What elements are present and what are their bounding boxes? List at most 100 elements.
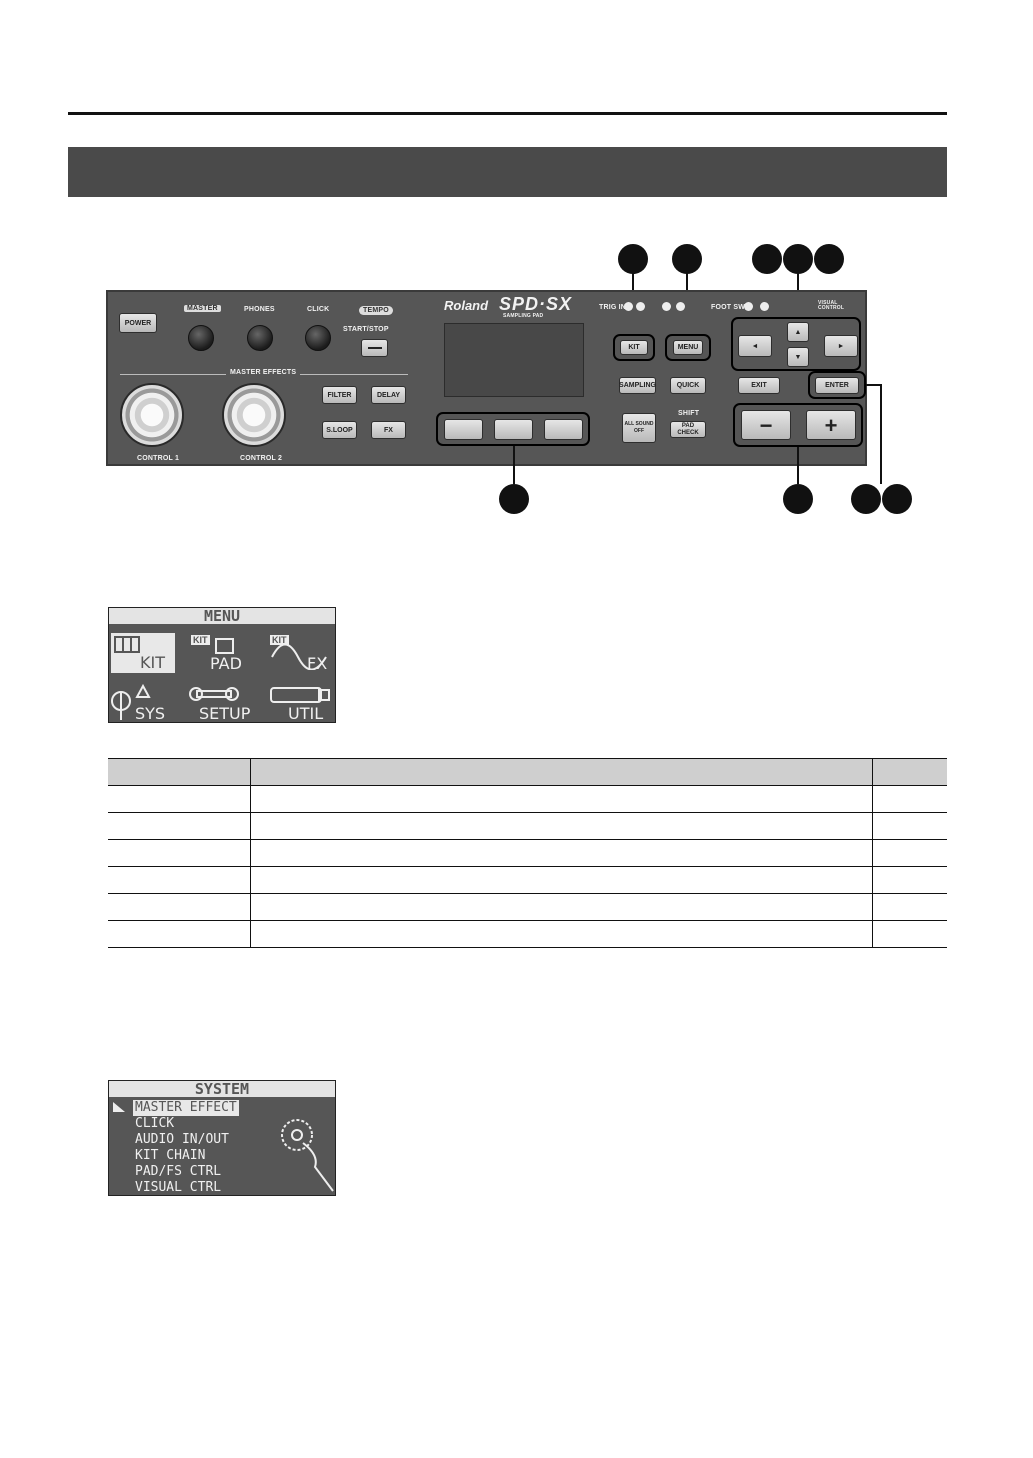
table-row bbox=[108, 812, 947, 840]
cursor-left-button[interactable]: ◄ bbox=[738, 335, 772, 357]
table-cell bbox=[872, 920, 947, 948]
menu-item-sys[interactable]: SYS bbox=[135, 704, 166, 723]
menu-item-util[interactable]: UTIL bbox=[288, 704, 324, 723]
visual-control-label: VISUAL CONTROL bbox=[818, 300, 845, 311]
brand-logo: Roland bbox=[444, 298, 489, 313]
foot-sw-1-icon bbox=[744, 302, 753, 311]
table-cell bbox=[108, 812, 251, 840]
quick-button[interactable]: QUICK bbox=[670, 377, 706, 394]
foot-sw-label: FOOT SW bbox=[711, 304, 746, 311]
control2-knob[interactable] bbox=[222, 383, 286, 447]
section-banner bbox=[68, 147, 947, 197]
control1-label: CONTROL 1 bbox=[137, 455, 180, 462]
dec-button[interactable]: − bbox=[741, 410, 791, 440]
system-item-master-effect[interactable]: MASTER EFFECT bbox=[133, 1100, 239, 1116]
system-item-click[interactable]: CLICK bbox=[135, 1116, 175, 1131]
fx-button[interactable]: FX bbox=[371, 421, 406, 439]
system-item-kit-chain[interactable]: KIT CHAIN bbox=[135, 1148, 206, 1163]
trig-2-icon bbox=[636, 302, 645, 311]
table-cell bbox=[108, 866, 251, 894]
system-screen-title: SYSTEM bbox=[109, 1081, 335, 1097]
function-buttons-highlight bbox=[436, 412, 590, 446]
control2-label: CONTROL 2 bbox=[240, 455, 283, 462]
cursor-up-button[interactable]: ▲ bbox=[787, 322, 809, 342]
master-knob[interactable] bbox=[188, 325, 214, 351]
callout-value bbox=[783, 484, 813, 514]
enter-highlight bbox=[808, 371, 866, 399]
table-cell bbox=[250, 812, 873, 840]
power-button[interactable]: POWER bbox=[119, 313, 157, 333]
click-label: CLICK bbox=[307, 306, 330, 313]
sampling-button[interactable]: SAMPLING bbox=[619, 377, 656, 394]
leader-line bbox=[880, 384, 882, 484]
callout-function bbox=[499, 484, 529, 514]
table-row bbox=[108, 839, 947, 867]
click-knob[interactable] bbox=[305, 325, 331, 351]
system-item-pad-fs[interactable]: PAD/FS CTRL bbox=[135, 1164, 222, 1179]
table-cell bbox=[872, 812, 947, 840]
tempo-indicator: TEMPO bbox=[359, 306, 393, 315]
phones-knob[interactable] bbox=[247, 325, 273, 351]
table-cell bbox=[250, 785, 873, 813]
cursor-right-button[interactable]: ► bbox=[824, 335, 858, 357]
inc-button[interactable]: + bbox=[806, 410, 856, 440]
table-cell bbox=[872, 866, 947, 894]
menu-item-setup[interactable]: SETUP bbox=[199, 704, 251, 723]
control1-knob[interactable] bbox=[120, 383, 184, 447]
callout-enter bbox=[882, 484, 912, 514]
system-dial-icon bbox=[281, 1119, 334, 1192]
wave-icon bbox=[271, 644, 327, 670]
cursor-highlight bbox=[731, 317, 861, 371]
trig-3-icon bbox=[662, 302, 671, 311]
menu-highlight bbox=[665, 334, 711, 361]
menu-item-fx[interactable]: FX bbox=[307, 654, 328, 673]
system-item-audio[interactable]: AUDIO IN/OUT bbox=[135, 1132, 229, 1147]
pad-icon bbox=[215, 638, 234, 654]
callout-cursor-2 bbox=[783, 244, 813, 274]
grid-icon bbox=[114, 636, 140, 653]
shift-label: SHIFT bbox=[678, 410, 700, 417]
table-row bbox=[108, 785, 947, 813]
delay-button[interactable]: DELAY bbox=[371, 386, 406, 404]
table-header-cell bbox=[872, 758, 947, 786]
menu-button[interactable]: MENU bbox=[673, 340, 703, 355]
parameter-table bbox=[108, 758, 947, 948]
table-cell bbox=[872, 785, 947, 813]
model-logo: SPD·SX bbox=[499, 294, 573, 314]
foot-sw-2-icon bbox=[760, 302, 769, 311]
system-item-visual[interactable]: VISUAL CTRL bbox=[135, 1180, 222, 1195]
f1-button[interactable] bbox=[444, 419, 483, 440]
f2-button[interactable] bbox=[494, 419, 533, 440]
table-header-cell bbox=[250, 758, 873, 786]
system-screen: SYSTEM MASTER EFFECT CLICK AUDIO IN/OUT … bbox=[108, 1080, 336, 1196]
callout-cursor-1 bbox=[752, 244, 782, 274]
metronome-icon bbox=[111, 683, 151, 720]
master-label: MASTER bbox=[184, 305, 221, 312]
table-row bbox=[108, 866, 947, 894]
menu-item-pad[interactable]: PAD bbox=[210, 654, 242, 673]
table-cell bbox=[108, 920, 251, 948]
cursor-down-button[interactable]: ▼ bbox=[787, 347, 809, 367]
filter-button[interactable]: FILTER bbox=[322, 386, 357, 404]
pad-check-button[interactable]: PAD CHECK bbox=[670, 421, 706, 438]
f3-button[interactable] bbox=[544, 419, 583, 440]
kit-button[interactable]: KIT bbox=[620, 340, 648, 355]
callout-cursor-3 bbox=[814, 244, 844, 274]
callout-menu bbox=[672, 244, 702, 274]
all-sound-off-button[interactable]: ALL SOUND OFF bbox=[622, 413, 656, 443]
master-effects-label: MASTER EFFECTS bbox=[226, 369, 301, 376]
menu-item-kit[interactable]: KIT bbox=[140, 653, 165, 672]
start-stop-label: START/STOP bbox=[343, 326, 389, 333]
exit-button[interactable]: EXIT bbox=[738, 377, 780, 394]
menu-screen-title: MENU bbox=[109, 608, 335, 624]
kit-badge: KIT bbox=[191, 635, 210, 645]
table-cell bbox=[108, 785, 251, 813]
device-display bbox=[444, 323, 584, 397]
start-stop-button[interactable] bbox=[361, 339, 388, 357]
sloop-button[interactable]: S.LOOP bbox=[322, 421, 357, 439]
enter-button[interactable]: ENTER bbox=[815, 377, 859, 394]
table-cell bbox=[108, 893, 251, 921]
leader-line bbox=[866, 384, 882, 386]
table-cell bbox=[872, 839, 947, 867]
leader-line bbox=[513, 446, 515, 484]
